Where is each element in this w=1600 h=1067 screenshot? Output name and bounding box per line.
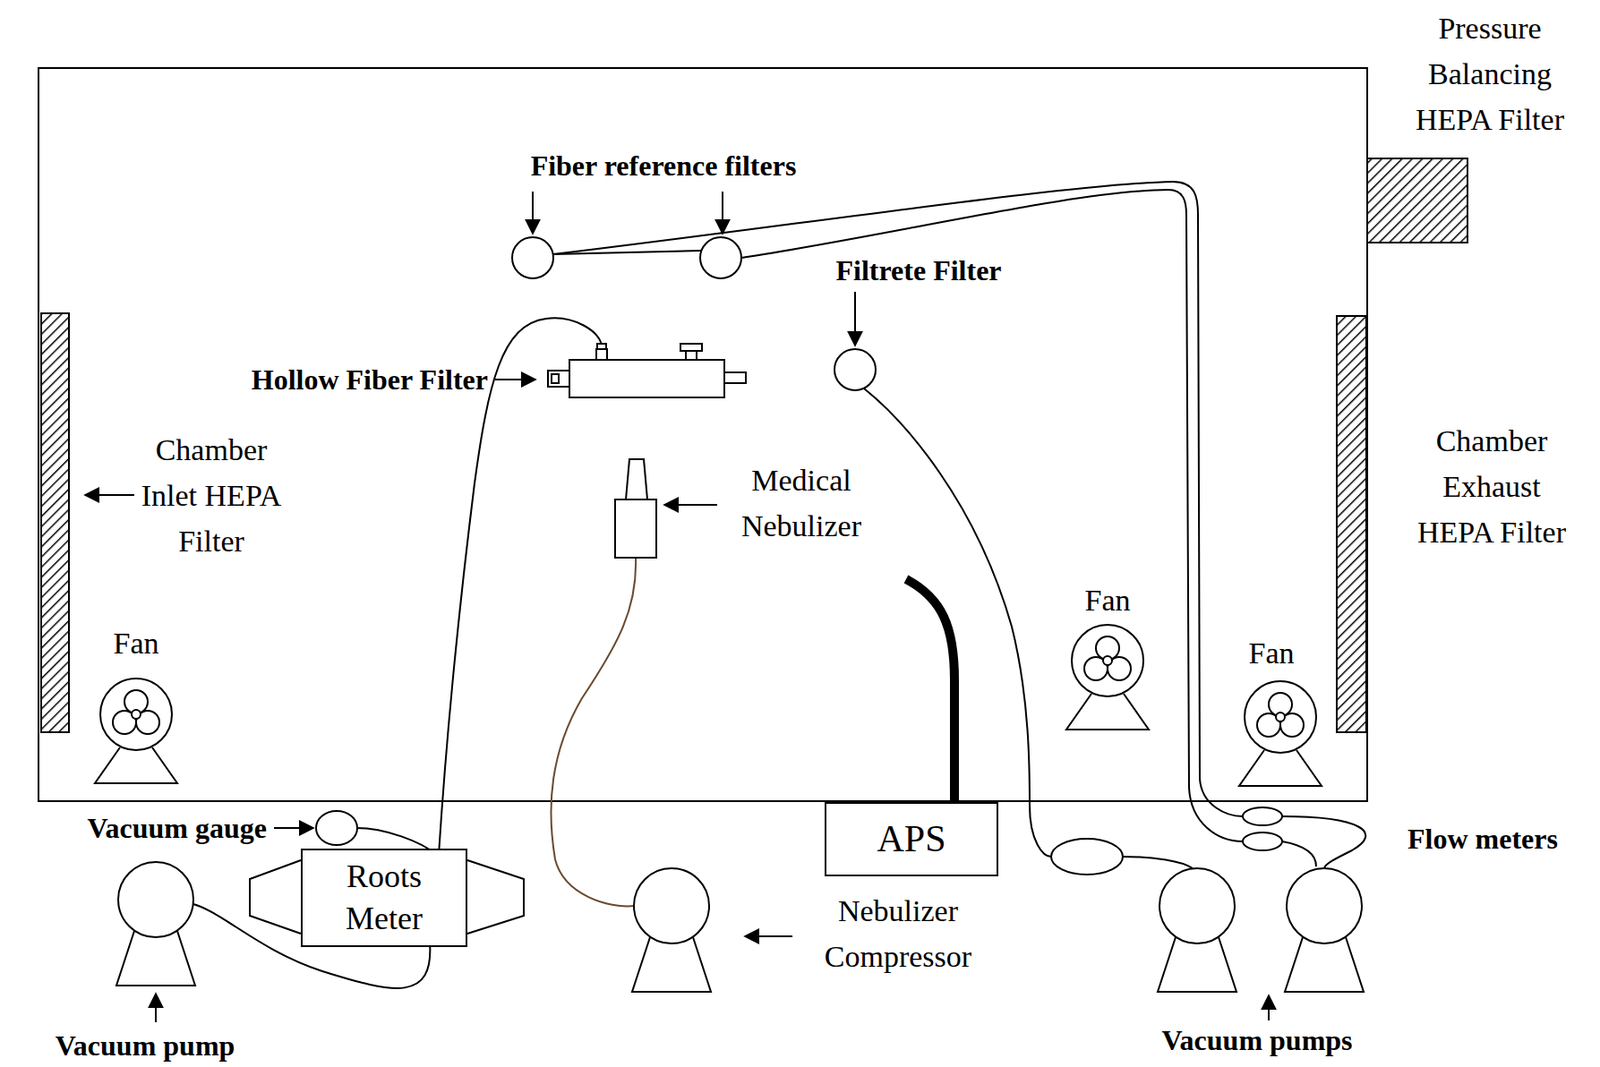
pressure-hepa-filter: [1367, 158, 1468, 243]
fan-symbol: [1239, 681, 1322, 787]
flow-meter: [1242, 807, 1283, 826]
device-label: Vacuum pump: [55, 1024, 236, 1067]
device-label: Medical Nebulizer: [725, 457, 878, 549]
filter-label: Chamber Exhaust HEPA Filter: [1402, 418, 1582, 556]
device-label: Flow meters: [1407, 817, 1558, 861]
vacuum-gauge: [316, 811, 358, 846]
roots-meter-body: [249, 860, 301, 934]
roots-meter-body: [467, 860, 524, 934]
instrument-box: APS: [824, 802, 999, 877]
fan-label: Fan: [1085, 577, 1131, 624]
reference-filter: [512, 237, 554, 279]
filter-label: Hollow Fiber Filter: [251, 358, 488, 402]
inlet-hepa-filter: [41, 313, 69, 733]
filter-label: Pressure Balancing HEPA Filter: [1391, 5, 1589, 143]
sample-tubing: [193, 181, 1366, 989]
filter-label: Chamber Inlet HEPA Filter: [128, 427, 295, 565]
filter-label: Fiber reference filters: [530, 144, 797, 188]
vacuum-pump-symbol: [1284, 868, 1364, 993]
device-label: Vacuum gauge: [86, 806, 267, 850]
exhaust-hepa-filter: [1336, 316, 1367, 733]
chamber-wall: [38, 68, 1368, 802]
nebulizer-hose: [550, 557, 636, 907]
leader-arrow: [85, 191, 1269, 1023]
fan-symbol: [1066, 624, 1149, 730]
fan-label: Fan: [1249, 630, 1295, 676]
vacuum-pump-symbol: [116, 862, 196, 986]
fan-symbol: [94, 678, 178, 784]
flow-meter: [1051, 838, 1123, 875]
meter-box: Roots Meter: [300, 848, 468, 948]
device-label: Nebulizer Compressor: [799, 888, 997, 980]
flow-meter: [1242, 832, 1283, 851]
aps-inlet-tube: [906, 579, 955, 802]
filter-label: Filtrete Filter: [835, 248, 1002, 292]
medical-nebulizer: [615, 459, 657, 558]
compressor-symbol: [632, 868, 711, 993]
vacuum-pump-symbol: [1157, 868, 1237, 993]
box-text: Roots Meter: [325, 855, 443, 941]
hollow-fiber-filter: [547, 343, 746, 398]
filtrete-filter: [834, 349, 876, 391]
device-label: Vacuum pumps: [1161, 1018, 1352, 1062]
box-text: APS: [876, 814, 946, 865]
fan-label: Fan: [113, 620, 160, 667]
reference-filter: [700, 237, 742, 279]
